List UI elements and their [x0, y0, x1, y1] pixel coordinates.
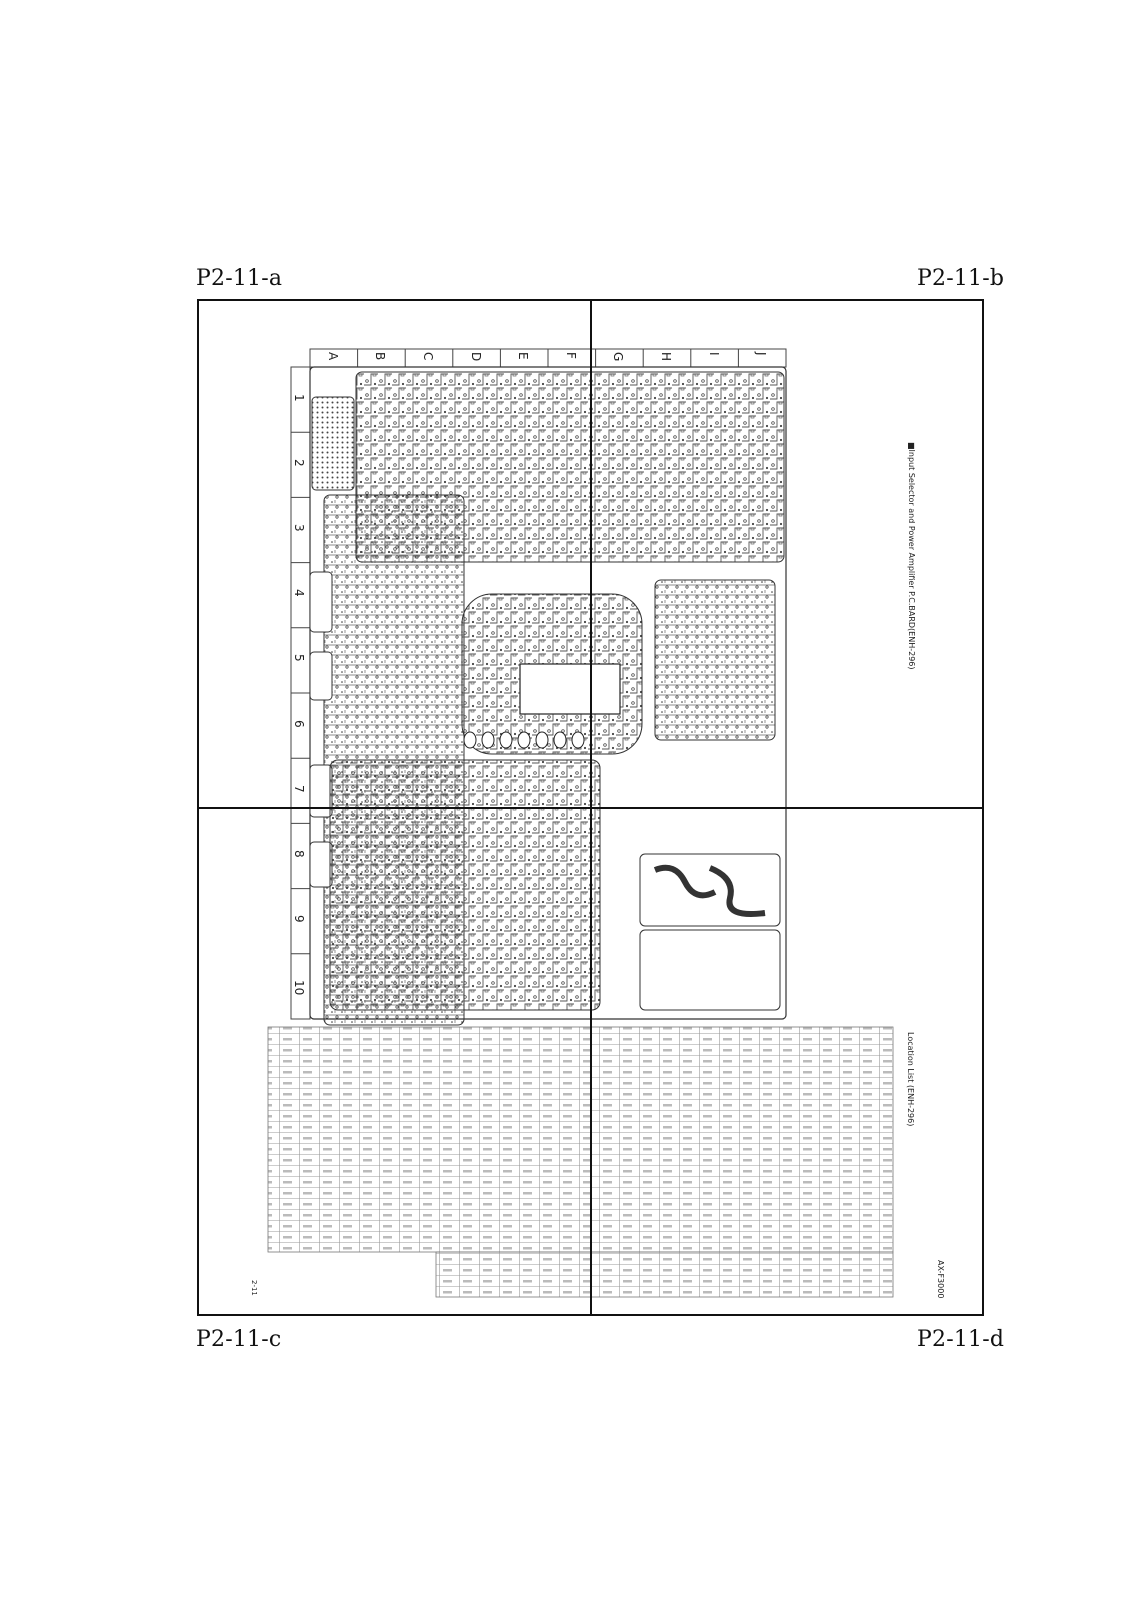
circuit-block-lower — [329, 759, 601, 1011]
power-transistor-area — [519, 663, 621, 715]
sheet-label-bottom-right: P2-11-d — [917, 1327, 1005, 1352]
sheet-label-top-left: P2-11-a — [196, 266, 283, 291]
location-list-table — [267, 1026, 894, 1253]
horizontal-divider — [197, 807, 984, 809]
sub-board-1 — [639, 853, 781, 927]
location-list-table-extension — [435, 1251, 894, 1298]
connector-1 — [309, 571, 333, 633]
sheet-label-bottom-left: P2-11-c — [196, 1327, 282, 1352]
sheet-label-top-right: P2-11-b — [917, 266, 1005, 291]
sub-board-2 — [639, 929, 781, 1011]
circuit-block-right — [654, 579, 776, 741]
connector-2 — [309, 651, 333, 701]
heatsink-pad — [311, 396, 355, 491]
